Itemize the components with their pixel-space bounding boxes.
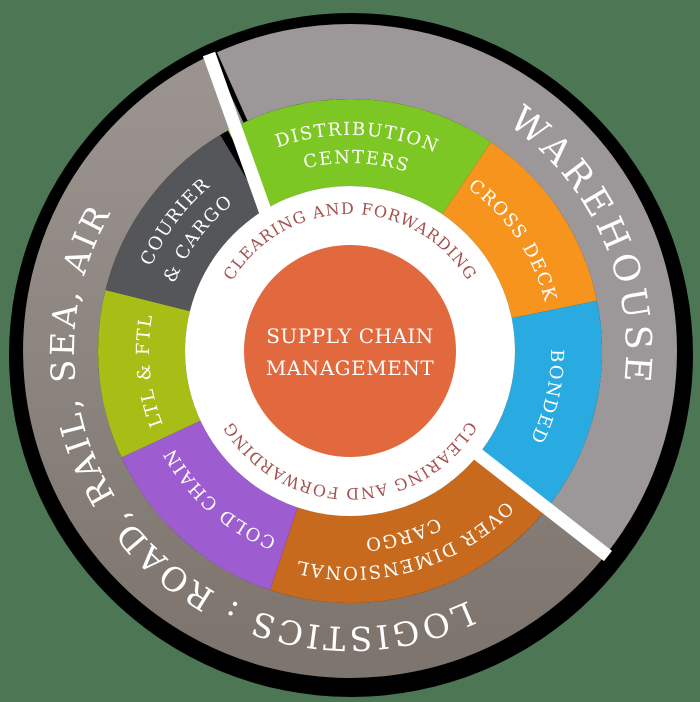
center-title-line2: MANAGEMENT: [266, 356, 435, 380]
center-title-line1: SUPPLY CHAIN: [266, 324, 434, 348]
divider-gap-bottom-right: [468, 445, 613, 562]
segment-over-dimensional-cargo: [270, 455, 545, 603]
outer-arc-warehouse: [217, 24, 677, 553]
segment-distribution-centers: [227, 99, 491, 215]
divider-gap-top-left: [202, 51, 279, 233]
center-hub: [244, 245, 456, 457]
outer-arc-logistics: [23, 54, 605, 678]
segment-ltl-ftl: [98, 290, 201, 458]
segment-cold-chain: [121, 419, 299, 590]
segment-courier-cargo: [105, 135, 266, 313]
segment-bonded: [479, 300, 602, 507]
segment-cross-deck: [441, 142, 597, 320]
